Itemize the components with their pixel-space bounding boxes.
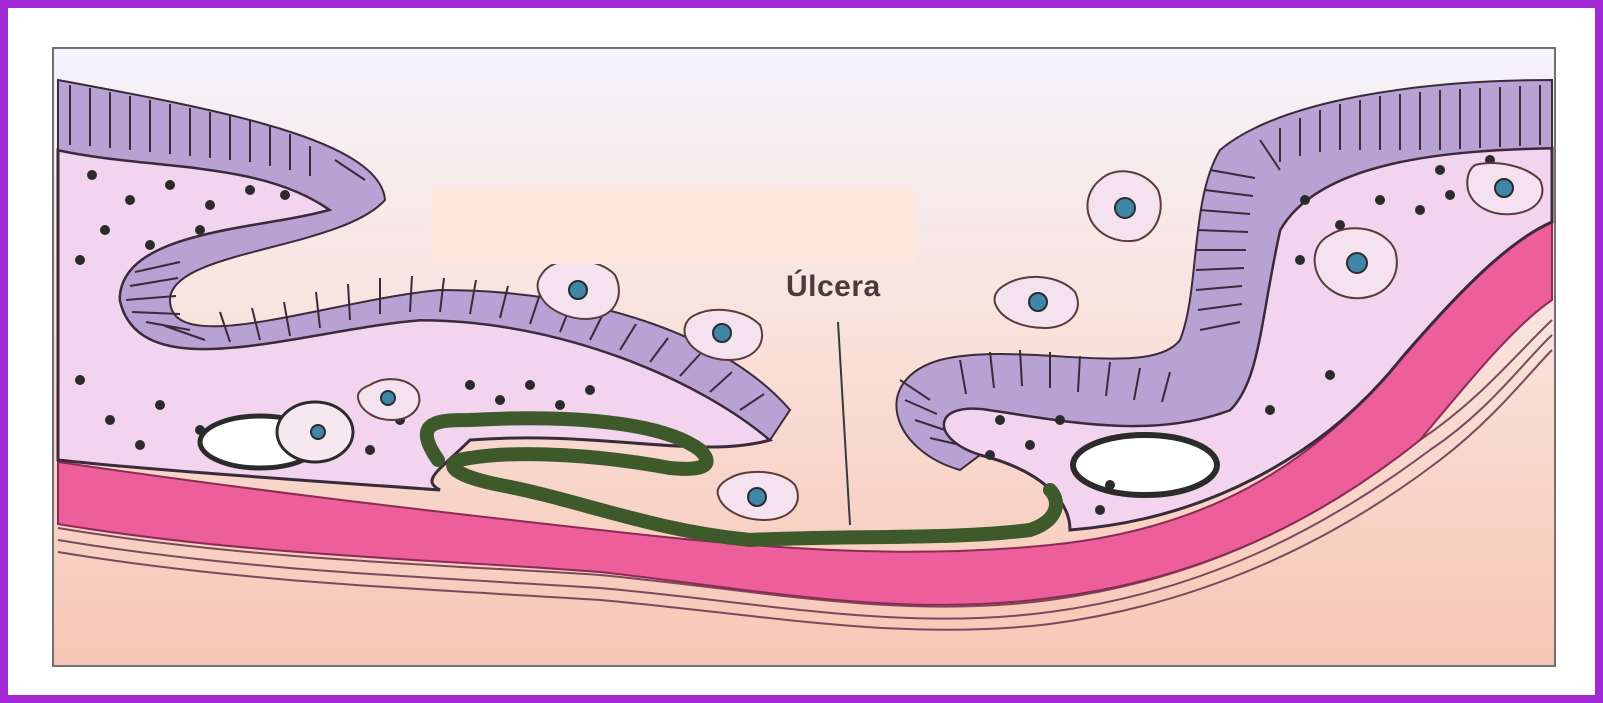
blood-vessel-right <box>1073 435 1217 495</box>
covered-label-box <box>431 186 915 264</box>
ulcer-label: Úlcera <box>786 270 881 304</box>
